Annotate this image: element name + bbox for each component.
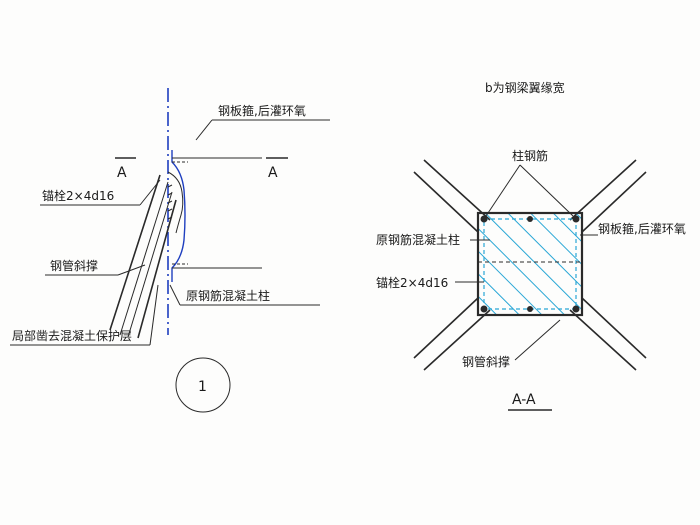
label-original-column: 原钢筋混凝土柱 — [186, 288, 270, 303]
rebar-5 — [527, 216, 533, 222]
rebar-4 — [572, 305, 580, 313]
brace-bottom-right — [569, 297, 647, 371]
label-anchor-bolt: 锚栓2×4d16 — [42, 188, 114, 203]
label-steel-plate: 钢板箍,后灌环氧 — [218, 103, 306, 118]
brace-bottom-left — [413, 297, 491, 371]
section-mark-left: A — [117, 165, 127, 181]
column-face-line — [171, 150, 186, 282]
section-a-a: b为钢梁翼缘宽 柱钢筋 原钢筋混凝土柱 钢板箍,后灌环氧 锚栓2×4d16 钢管… — [376, 80, 686, 411]
section-title: A-A — [512, 392, 536, 408]
label-column-rebar: 柱钢筋 — [512, 148, 548, 163]
column-section — [476, 211, 584, 317]
leader-rebar-1 — [485, 164, 521, 217]
rebar-3 — [480, 305, 488, 313]
leader-column — [169, 284, 181, 306]
label-chisel-cover: 局部凿去混凝土保护层 — [12, 328, 132, 343]
section-mark-right: A — [268, 165, 278, 181]
leader-chisel — [149, 284, 159, 346]
detail-number-circle — [175, 357, 231, 413]
brace-top-right — [569, 159, 647, 233]
detail-number: 1 — [198, 379, 207, 395]
label-section-plate: 钢板箍,后灌环氧 — [598, 221, 686, 236]
leader-brace — [117, 264, 146, 276]
brace-outer-line-2 — [137, 199, 177, 339]
leader-anchor — [139, 179, 161, 206]
leader-brace-r — [514, 319, 561, 361]
weld-marks — [167, 184, 173, 220]
rebar-1 — [480, 215, 488, 223]
rebar-6 — [527, 306, 533, 312]
label-section-anchor: 锚栓2×4d16 — [376, 275, 448, 290]
rebar-2 — [572, 215, 580, 223]
label-section-column: 原钢筋混凝土柱 — [376, 232, 460, 247]
brace-inner-line-2 — [127, 191, 173, 338]
leader-rebar-2 — [519, 164, 574, 217]
note-flange-width: b为钢梁翼缘宽 — [485, 80, 565, 95]
label-section-brace: 钢管斜撑 — [462, 354, 510, 369]
brace-inner-line-1 — [119, 181, 169, 336]
brace-outer-line-1 — [109, 174, 161, 331]
leader-plate — [195, 119, 213, 141]
brace-top-left — [413, 159, 491, 233]
label-steel-brace: 钢管斜撑 — [50, 258, 98, 273]
detail-1: A A 钢板箍,后灌环氧 锚栓2×4d16 钢管斜撑 原钢筋混凝土柱 局部凿去混… — [10, 88, 330, 413]
steel-plate-curve — [167, 171, 184, 234]
